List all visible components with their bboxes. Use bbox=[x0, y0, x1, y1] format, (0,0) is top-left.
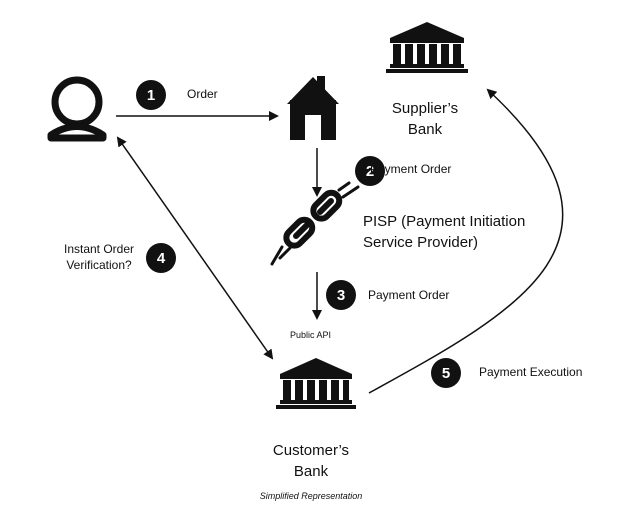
caption: Simplified Representation bbox=[259, 491, 363, 501]
bank-icon bbox=[386, 22, 468, 73]
customer-bank-label-line2: Bank bbox=[293, 463, 329, 480]
bank-icon bbox=[276, 358, 356, 409]
pisp-label: PISP (Payment Initiation Service Provide… bbox=[363, 211, 525, 253]
user-icon bbox=[47, 76, 107, 142]
customer-bank-label-line1: Customer’s bbox=[272, 442, 350, 459]
house-icon bbox=[287, 76, 339, 140]
step-1-badge: 1 bbox=[136, 80, 166, 110]
supplier-bank-label-line2: Bank bbox=[407, 121, 443, 138]
arrow-payment-execution bbox=[368, 88, 564, 394]
step-4-label: Instant Order Verification? bbox=[58, 241, 140, 273]
step-4-badge: 4 bbox=[146, 243, 176, 273]
supplier-bank-label: Supplier’s Bank bbox=[370, 98, 480, 140]
supplier-bank-label-line1: Supplier’s bbox=[391, 100, 459, 117]
step-3-badge: 3 bbox=[326, 280, 356, 310]
step-2-badge: 2 bbox=[355, 156, 385, 186]
public-api-label: Public API bbox=[290, 330, 332, 340]
pisp-label-line1: PISP (Payment Initiation bbox=[363, 213, 526, 230]
step-5-badge: 5 bbox=[431, 358, 461, 388]
step-1-label: Order bbox=[187, 87, 218, 101]
step-2-label: Payment Order bbox=[370, 162, 452, 176]
arrow-order-verification bbox=[116, 136, 274, 360]
step-4-label-line2: Verification? bbox=[66, 258, 132, 272]
step-4-label-line1: Instant Order bbox=[63, 242, 135, 256]
step-5-label: Payment Execution bbox=[479, 365, 583, 379]
customer-bank-label: Customer’s Bank bbox=[256, 440, 366, 482]
broken-link-icon bbox=[270, 181, 360, 266]
pisp-label-line2: Service Provider) bbox=[363, 234, 479, 251]
step-3-label: Payment Order bbox=[368, 288, 450, 302]
